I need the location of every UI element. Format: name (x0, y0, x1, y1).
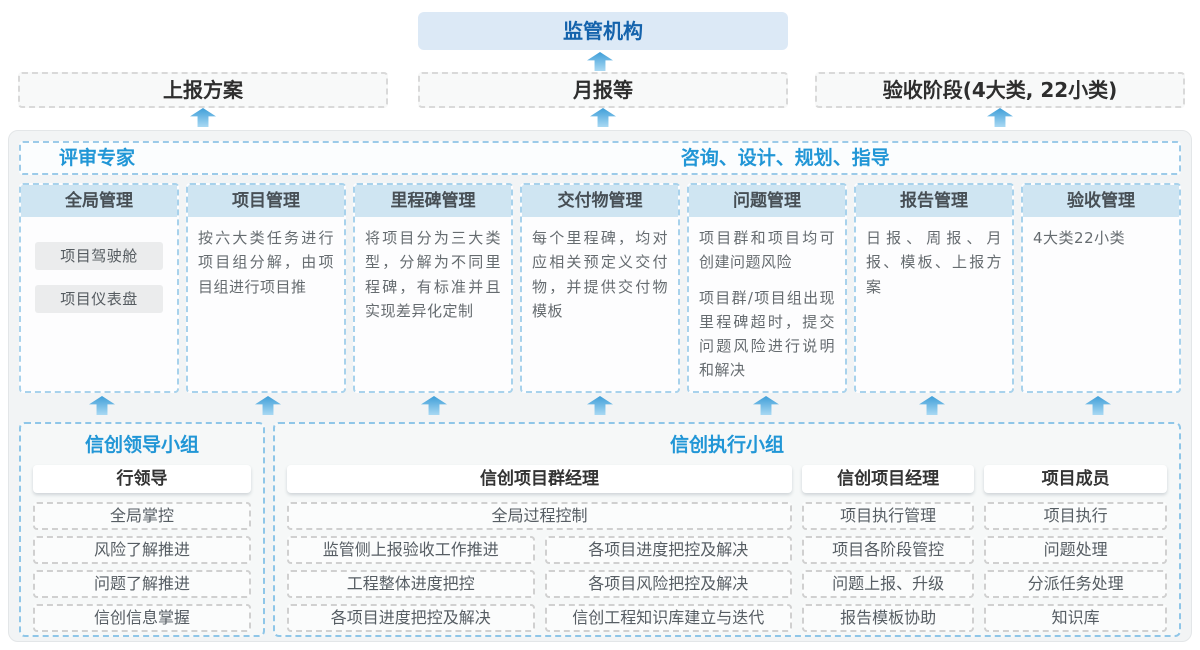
list-item: 知识库 (984, 604, 1167, 632)
project-member-section: 项目成员 项目执行 问题处理 分派任务处理 知识库 (984, 465, 1167, 632)
column-title: 全局管理 (21, 185, 177, 217)
column-deliverable-mgmt: 交付物管理 每个里程碑，均对应相关预定义交付物，并提供交付物模板 (520, 183, 680, 393)
list-item: 信创工程知识库建立与迭代 (544, 604, 792, 632)
list-item: 问题了解推进 (33, 570, 251, 598)
project-manager-role: 信创项目经理 (802, 465, 975, 493)
arrow-up-icon (753, 396, 779, 415)
regulator-box: 监管机构 (418, 12, 788, 50)
dashboard-chip: 项目仪表盘 (35, 285, 163, 313)
arrow-up-icon (89, 396, 115, 415)
list-item: 项目执行管理 (802, 502, 975, 530)
column-title: 交付物管理 (522, 185, 678, 217)
arrow-slot (185, 396, 351, 420)
leading-group: 信创领导小组 行领导 全局掌控 风险了解推进 问题了解推进 信创信息掌握 (19, 422, 265, 637)
report-box-monthly: 月报等 (418, 72, 788, 108)
program-manager-grid: 监管侧上报验收工作推进 各项目进度把控及解决 工程整体进度把控 各项目风险把控及… (287, 536, 792, 632)
list-item: 报告模板协助 (802, 604, 975, 632)
column-title: 里程碑管理 (355, 185, 511, 217)
arrow-up-icon (255, 396, 281, 415)
arrow-slot (517, 396, 683, 420)
column-body: 项目群和项目均可创建问题风险 项目群/项目组出现里程碑超时，提交问题风险进行说明… (689, 217, 845, 391)
consulting-label: 咨询、设计、规划、指导 (680, 147, 890, 169)
list-item: 风险了解推进 (33, 536, 251, 564)
leading-group-title: 信创领导小组 (84, 434, 199, 456)
arrow-up-icon (421, 396, 447, 415)
arrow-slot (1015, 396, 1181, 420)
column-issue-mgmt: 问题管理 项目群和项目均可创建问题风险 项目群/项目组出现里程碑超时，提交问题风… (687, 183, 847, 393)
column-title: 问题管理 (689, 185, 845, 217)
arrow-slot (849, 396, 1015, 420)
report-box-plan: 上报方案 (18, 72, 388, 108)
list-item: 工程整体进度把控 (287, 570, 535, 598)
project-member-role: 项目成员 (984, 465, 1167, 493)
project-manager-section: 信创项目经理 项目执行管理 项目各阶段管控 问题上报、升级 报告模板协助 (802, 465, 975, 632)
column-body: 项目驾驶舱 项目仪表盘 (21, 217, 177, 322)
list-item: 分派任务处理 (984, 570, 1167, 598)
issue-paragraph: 项目群和项目均可创建问题风险 (699, 229, 835, 272)
list-item: 全局过程控制 (287, 502, 792, 530)
column-milestone-mgmt: 里程碑管理 将项目分为三大类型，分解为不同里程碑，有标准并且实现差异化定制 (353, 183, 513, 393)
column-title: 报告管理 (856, 185, 1012, 217)
review-experts-label: 评审专家 (59, 147, 136, 169)
executive-group-title: 信创执行小组 (669, 434, 784, 456)
column-acceptance-mgmt: 验收管理 4大类22小类 (1021, 183, 1181, 393)
column-title: 验收管理 (1023, 185, 1179, 217)
arrow-up-icon (190, 108, 216, 127)
executive-group: 信创执行小组 信创项目群经理 全局过程控制 监管侧上报验收工作推进 各项目进度把… (273, 422, 1181, 637)
arrow-up-icon (919, 396, 945, 415)
list-item: 问题处理 (984, 536, 1167, 564)
list-item: 各项目进度把控及解决 (544, 536, 792, 564)
program-manager-role: 信创项目群经理 (287, 465, 792, 493)
cockpit-chip: 项目驾驶舱 (35, 242, 163, 270)
issue-paragraph: 项目群/项目组出现里程碑超时，提交问题风险进行说明和解决 (699, 288, 835, 380)
column-project-mgmt: 项目管理 按六大类任务进行项目组分解，由项目组进行项目推 (186, 183, 346, 393)
column-title: 项目管理 (188, 185, 344, 217)
bank-leader-role: 行领导 (33, 465, 251, 493)
list-item: 各项目风险把控及解决 (544, 570, 792, 598)
list-item: 全局掌控 (33, 502, 251, 530)
executive-columns: 信创项目群经理 全局过程控制 监管侧上报验收工作推进 各项目进度把控及解决 工程… (287, 465, 1167, 632)
column-report-mgmt: 报告管理 日报、周报、月报、模板、上报方案 (854, 183, 1014, 393)
list-item: 问题上报、升级 (802, 570, 975, 598)
management-columns: 全局管理 项目驾驶舱 项目仪表盘 项目管理 按六大类任务进行项目组分解，由项目组… (19, 183, 1181, 393)
program-manager-section: 信创项目群经理 全局过程控制 监管侧上报验收工作推进 各项目进度把控及解决 工程… (287, 465, 792, 632)
column-body: 4大类22小类 (1033, 229, 1126, 247)
expert-row: 评审专家 咨询、设计、规划、指导 (19, 141, 1181, 175)
arrow-slot (351, 396, 517, 420)
column-body: 日报、周报、月报、模板、上报方案 (866, 229, 1002, 296)
column-global-mgmt: 全局管理 项目驾驶舱 项目仪表盘 (19, 183, 179, 393)
arrow-up-icon (590, 108, 616, 127)
bottom-groups: 信创领导小组 行领导 全局掌控 风险了解推进 问题了解推进 信创信息掌握 信创执… (19, 422, 1181, 637)
arrow-up-icon (587, 52, 613, 71)
report-box-acceptance: 验收阶段(4大类, 22小类) (815, 72, 1185, 108)
arrow-slot (19, 396, 185, 420)
list-item: 信创信息掌握 (33, 604, 251, 632)
list-item: 项目各阶段管控 (802, 536, 975, 564)
arrows-row (19, 396, 1181, 420)
list-item: 项目执行 (984, 502, 1167, 530)
arrow-slot (683, 396, 849, 420)
main-panel: 评审专家 咨询、设计、规划、指导 全局管理 项目驾驶舱 项目仪表盘 项目管理 按… (8, 130, 1192, 642)
column-body: 按六大类任务进行项目组分解，由项目组进行项目推 (198, 229, 334, 296)
column-body: 将项目分为三大类型，分解为不同里程碑，有标准并且实现差异化定制 (365, 229, 501, 320)
arrow-up-icon (987, 108, 1013, 127)
arrow-up-icon (587, 396, 613, 415)
list-item: 监管侧上报验收工作推进 (287, 536, 535, 564)
arrow-up-icon (1085, 396, 1111, 415)
column-body: 每个里程碑，均对应相关预定义交付物，并提供交付物模板 (532, 229, 668, 320)
list-item: 各项目进度把控及解决 (287, 604, 535, 632)
